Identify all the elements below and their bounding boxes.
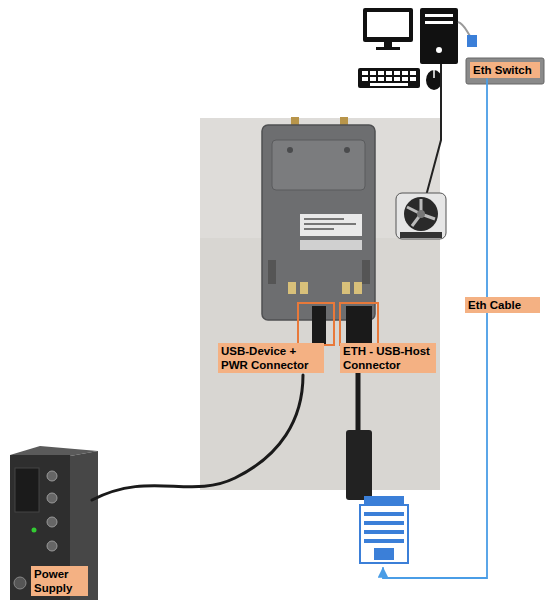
pc-network-cable <box>458 22 470 36</box>
camera-base <box>400 232 442 238</box>
rj45-tab <box>374 548 394 560</box>
psu-knob <box>47 541 57 551</box>
device-sticker <box>300 240 362 250</box>
mouse-wheel <box>433 70 435 78</box>
pc-tower <box>420 8 458 64</box>
label-text: Power Supply <box>31 566 88 596</box>
camera-cable <box>426 64 441 196</box>
vent-slot <box>268 260 276 284</box>
device-sticker <box>300 214 362 236</box>
photo-background <box>200 118 440 490</box>
psu-led <box>32 528 37 533</box>
camera-housing <box>396 193 446 239</box>
fan-hub <box>417 210 425 218</box>
psu-knob <box>47 471 57 481</box>
rj45-stripe <box>364 512 404 516</box>
rj45-stripe <box>364 530 404 534</box>
sticker-line <box>304 223 356 225</box>
highlight-outline <box>340 303 378 345</box>
psu-display <box>15 468 39 512</box>
eth-plug <box>346 306 372 346</box>
psu-knob <box>47 517 57 527</box>
psu-knob <box>47 493 57 503</box>
screw-hole <box>287 147 293 153</box>
monitor-base <box>376 47 400 50</box>
monitor-screen <box>367 12 409 37</box>
tower-slot <box>425 14 453 17</box>
power-supply: Power Supply <box>4 445 100 600</box>
mouse <box>426 70 442 90</box>
sticker-line <box>304 228 334 230</box>
tower-slot <box>425 21 453 24</box>
screw-hole <box>344 147 350 153</box>
label-text: ETH - USB-Host Connector <box>340 343 436 373</box>
connector-label: USB-Device + PWR Connector <box>218 343 324 375</box>
sticker-line <box>304 218 344 220</box>
contact-pad <box>288 282 296 294</box>
device-body <box>262 125 375 320</box>
rj45-stripe <box>364 521 404 525</box>
contact-pad <box>300 282 308 294</box>
contact-pad <box>354 282 362 294</box>
connector-label: ETH - USB-Host Connector <box>340 343 436 568</box>
power-button <box>436 47 442 53</box>
label-text: Eth Switch <box>470 62 540 78</box>
ethernet-switch <box>466 58 544 84</box>
highlight-outline <box>298 303 334 345</box>
label-text: USB-Device + PWR Connector <box>218 343 324 373</box>
cable-label: Eth Cable <box>465 297 540 313</box>
network-plug-icon <box>467 35 477 47</box>
rj45-stripe <box>364 539 404 543</box>
fan-blades <box>407 199 435 226</box>
psu-button <box>14 577 26 589</box>
keyboard <box>358 68 420 88</box>
switch-label: Eth Switch <box>470 62 540 79</box>
ethernet-cable <box>383 79 487 578</box>
vent-slot <box>362 260 370 284</box>
keyboard-keys <box>362 71 416 86</box>
rj45-plug <box>360 505 408 563</box>
power-cable <box>92 375 303 500</box>
device-panel <box>272 140 365 190</box>
monitor <box>363 8 413 42</box>
adapter-cable <box>356 370 361 432</box>
adapter-body <box>346 430 372 500</box>
camera-fan <box>404 197 438 231</box>
contact-pad <box>342 282 350 294</box>
usb-plug <box>312 306 326 346</box>
